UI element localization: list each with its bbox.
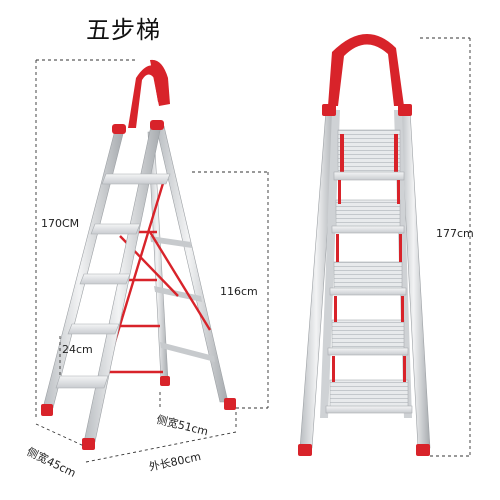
platform-height-label: 116cm bbox=[220, 285, 258, 298]
side-view-ladder bbox=[41, 59, 236, 450]
front-view-ladder bbox=[298, 33, 431, 456]
total-height-left-label: 170CM bbox=[41, 217, 80, 230]
side-steps bbox=[55, 173, 171, 389]
product-title: 五步梯 bbox=[86, 16, 161, 44]
step-depth-label: 24cm bbox=[62, 343, 93, 356]
dimension-lines bbox=[35, 37, 471, 463]
front-steps bbox=[325, 199, 413, 414]
total-height-right-label: 177cm bbox=[436, 227, 474, 240]
